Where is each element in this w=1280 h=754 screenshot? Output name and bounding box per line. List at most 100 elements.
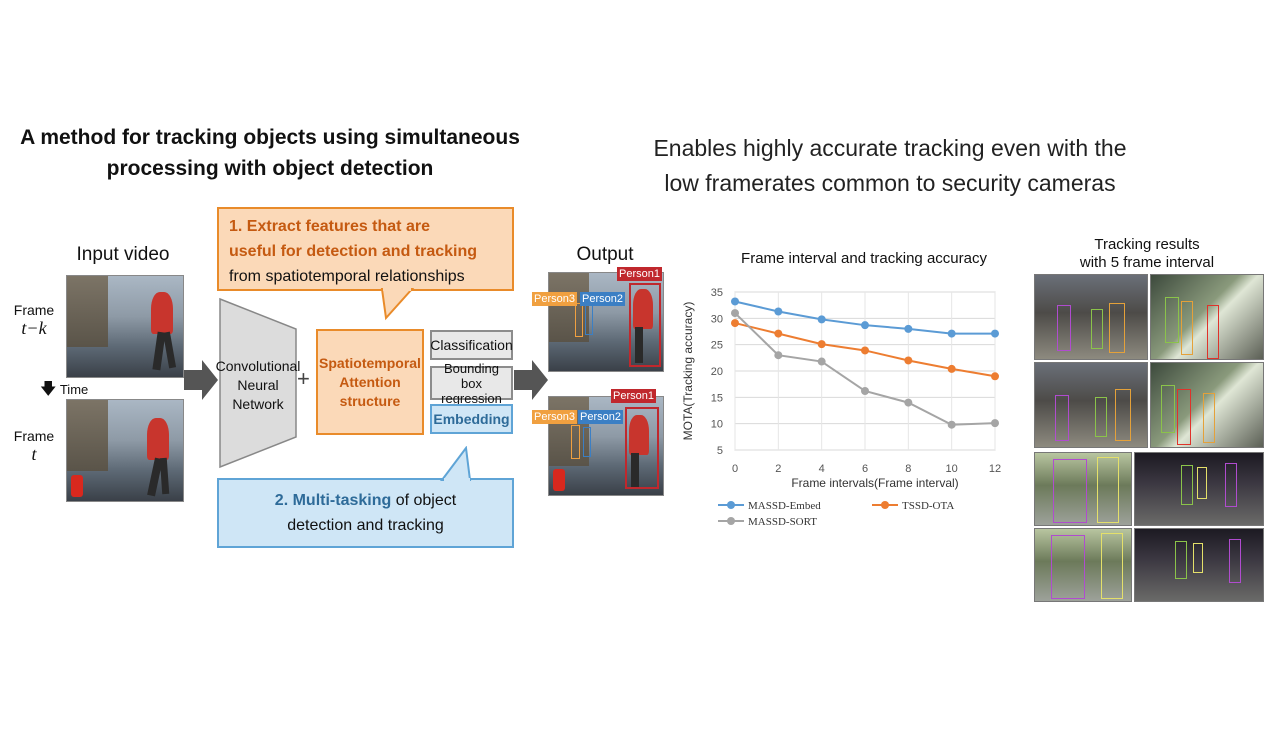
frame-top-sym: t−k xyxy=(21,318,47,338)
callout-feature-extraction: 1. Extract features that are useful for … xyxy=(217,207,514,291)
data-point xyxy=(947,329,956,338)
frame-top-label: Frame t−k xyxy=(8,302,60,339)
x-axis-label: Frame intervals(Frame interval) xyxy=(791,476,958,490)
legend-label: MASSD-SORT xyxy=(748,516,817,528)
attention-box: Spatiotemporal Attention structure xyxy=(316,329,424,435)
data-point xyxy=(904,356,913,365)
callout2-bold: 2. Multi-tasking xyxy=(274,492,392,509)
legend-label: TSSD-OTA xyxy=(902,500,954,512)
callout1-bold1: 1. Extract features that are xyxy=(229,218,430,235)
callout2-rest2: detection and tracking xyxy=(287,517,444,534)
frame-bottom-sym: t xyxy=(31,444,37,464)
x-tick-label: 6 xyxy=(862,463,868,475)
data-point xyxy=(817,340,826,349)
person1-box-top xyxy=(629,283,661,367)
person2-box-top xyxy=(585,305,593,335)
data-point xyxy=(947,420,956,429)
data-point xyxy=(774,351,783,360)
person2-tag-bottom: Person2 xyxy=(578,410,623,424)
right-title-line2: low framerates common to security camera… xyxy=(664,170,1116,196)
result-image-1 xyxy=(1034,274,1148,360)
data-point xyxy=(861,387,869,396)
y-axis-label: MOTA(Tracking accuracy) xyxy=(681,302,695,441)
time-text: Time xyxy=(59,382,89,397)
person3-box-bottom xyxy=(571,425,580,459)
data-point xyxy=(904,324,913,333)
data-point xyxy=(731,309,739,318)
legend-label: MASSD-Embed xyxy=(748,500,821,512)
results-line1: Tracking results xyxy=(1094,236,1200,253)
frame-bottom-label: Frame t xyxy=(8,428,60,465)
y-tick-label: 30 xyxy=(711,313,723,325)
legend-marker xyxy=(881,501,889,509)
person3-tag-bottom: Person3 xyxy=(532,410,577,424)
embedding-text: Embedding xyxy=(433,411,510,427)
right-title-line1: Enables highly accurate tracking even wi… xyxy=(653,135,1127,161)
bbox-line2: box regression xyxy=(441,375,502,406)
legend-marker xyxy=(727,517,735,525)
data-point xyxy=(904,398,913,407)
cnn-label: Convolutional Neural Network xyxy=(206,357,310,414)
person3-tag-top: Person3 xyxy=(532,292,577,306)
result-image-8 xyxy=(1134,528,1264,602)
y-tick-label: 5 xyxy=(717,445,723,457)
x-tick-label: 10 xyxy=(946,463,958,475)
legend-marker xyxy=(727,501,735,509)
left-title: A method for tracking objects using simu… xyxy=(0,122,540,184)
callout1-rest: from spatiotemporal relationships xyxy=(229,268,465,285)
y-tick-label: 25 xyxy=(711,340,723,352)
y-tick-label: 20 xyxy=(711,366,723,378)
frame-top-word: Frame xyxy=(13,302,55,318)
cnn-line2: Neural xyxy=(237,377,279,393)
right-title: Enables highly accurate tracking even wi… xyxy=(600,131,1180,201)
results-line2: with 5 frame interval xyxy=(1079,254,1215,271)
result-image-2 xyxy=(1150,274,1264,360)
callout-multitasking: 2. Multi-tasking of object detection and… xyxy=(217,478,514,548)
arrow-to-cnn-icon xyxy=(184,360,218,400)
cnn-line3: Network xyxy=(232,396,284,412)
x-tick-label: 12 xyxy=(989,463,1001,475)
data-point xyxy=(774,307,783,316)
person2-tag-top: Person2 xyxy=(580,292,625,306)
y-tick-label: 15 xyxy=(711,392,723,404)
data-point xyxy=(731,297,739,306)
person1-tag-bottom: Person1 xyxy=(611,389,656,403)
plus-sign: + xyxy=(297,366,310,391)
left-title-line2: processing with object detection xyxy=(106,157,434,180)
x-tick-label: 0 xyxy=(732,463,738,475)
callout1-pointer xyxy=(380,288,415,321)
result-image-3 xyxy=(1034,362,1148,448)
cnn-line1: Convolutional xyxy=(215,358,301,374)
bbox-line1: Bounding xyxy=(444,360,499,376)
input-frame-bottom xyxy=(66,399,184,502)
data-point xyxy=(947,364,956,373)
data-point xyxy=(817,315,826,324)
result-image-4 xyxy=(1150,362,1264,448)
data-point xyxy=(991,372,999,381)
callout2-rest1: of object xyxy=(391,492,457,509)
input-video-label: Input video xyxy=(76,244,170,265)
data-point xyxy=(991,419,999,428)
down-arrow-icon: 🡇 xyxy=(40,381,57,398)
result-image-5 xyxy=(1034,452,1132,526)
results-title: Tracking results with 5 frame interval xyxy=(1030,236,1264,272)
left-title-line1: A method for tracking objects using simu… xyxy=(20,126,520,149)
bbox-head: Bounding box regression xyxy=(430,361,513,406)
person3-box-top xyxy=(575,303,583,337)
arrow-to-output-icon xyxy=(514,360,548,400)
person1-box-bottom xyxy=(625,407,659,489)
x-tick-label: 4 xyxy=(819,463,825,475)
output-frame-top xyxy=(548,272,664,372)
chart-title: Frame interval and tracking accuracy xyxy=(741,250,987,267)
x-tick-label: 2 xyxy=(775,463,781,475)
data-point xyxy=(861,346,869,355)
attention-line2: Attention xyxy=(339,373,401,390)
time-label: 🡇 Time xyxy=(40,378,110,405)
data-point xyxy=(991,329,999,338)
data-point xyxy=(731,319,739,328)
y-tick-label: 10 xyxy=(711,419,723,431)
callout1-bold2: useful for detection and tracking xyxy=(229,243,478,260)
input-frame-top xyxy=(66,275,184,378)
attention-line1: Spatiotemporal xyxy=(319,354,421,371)
